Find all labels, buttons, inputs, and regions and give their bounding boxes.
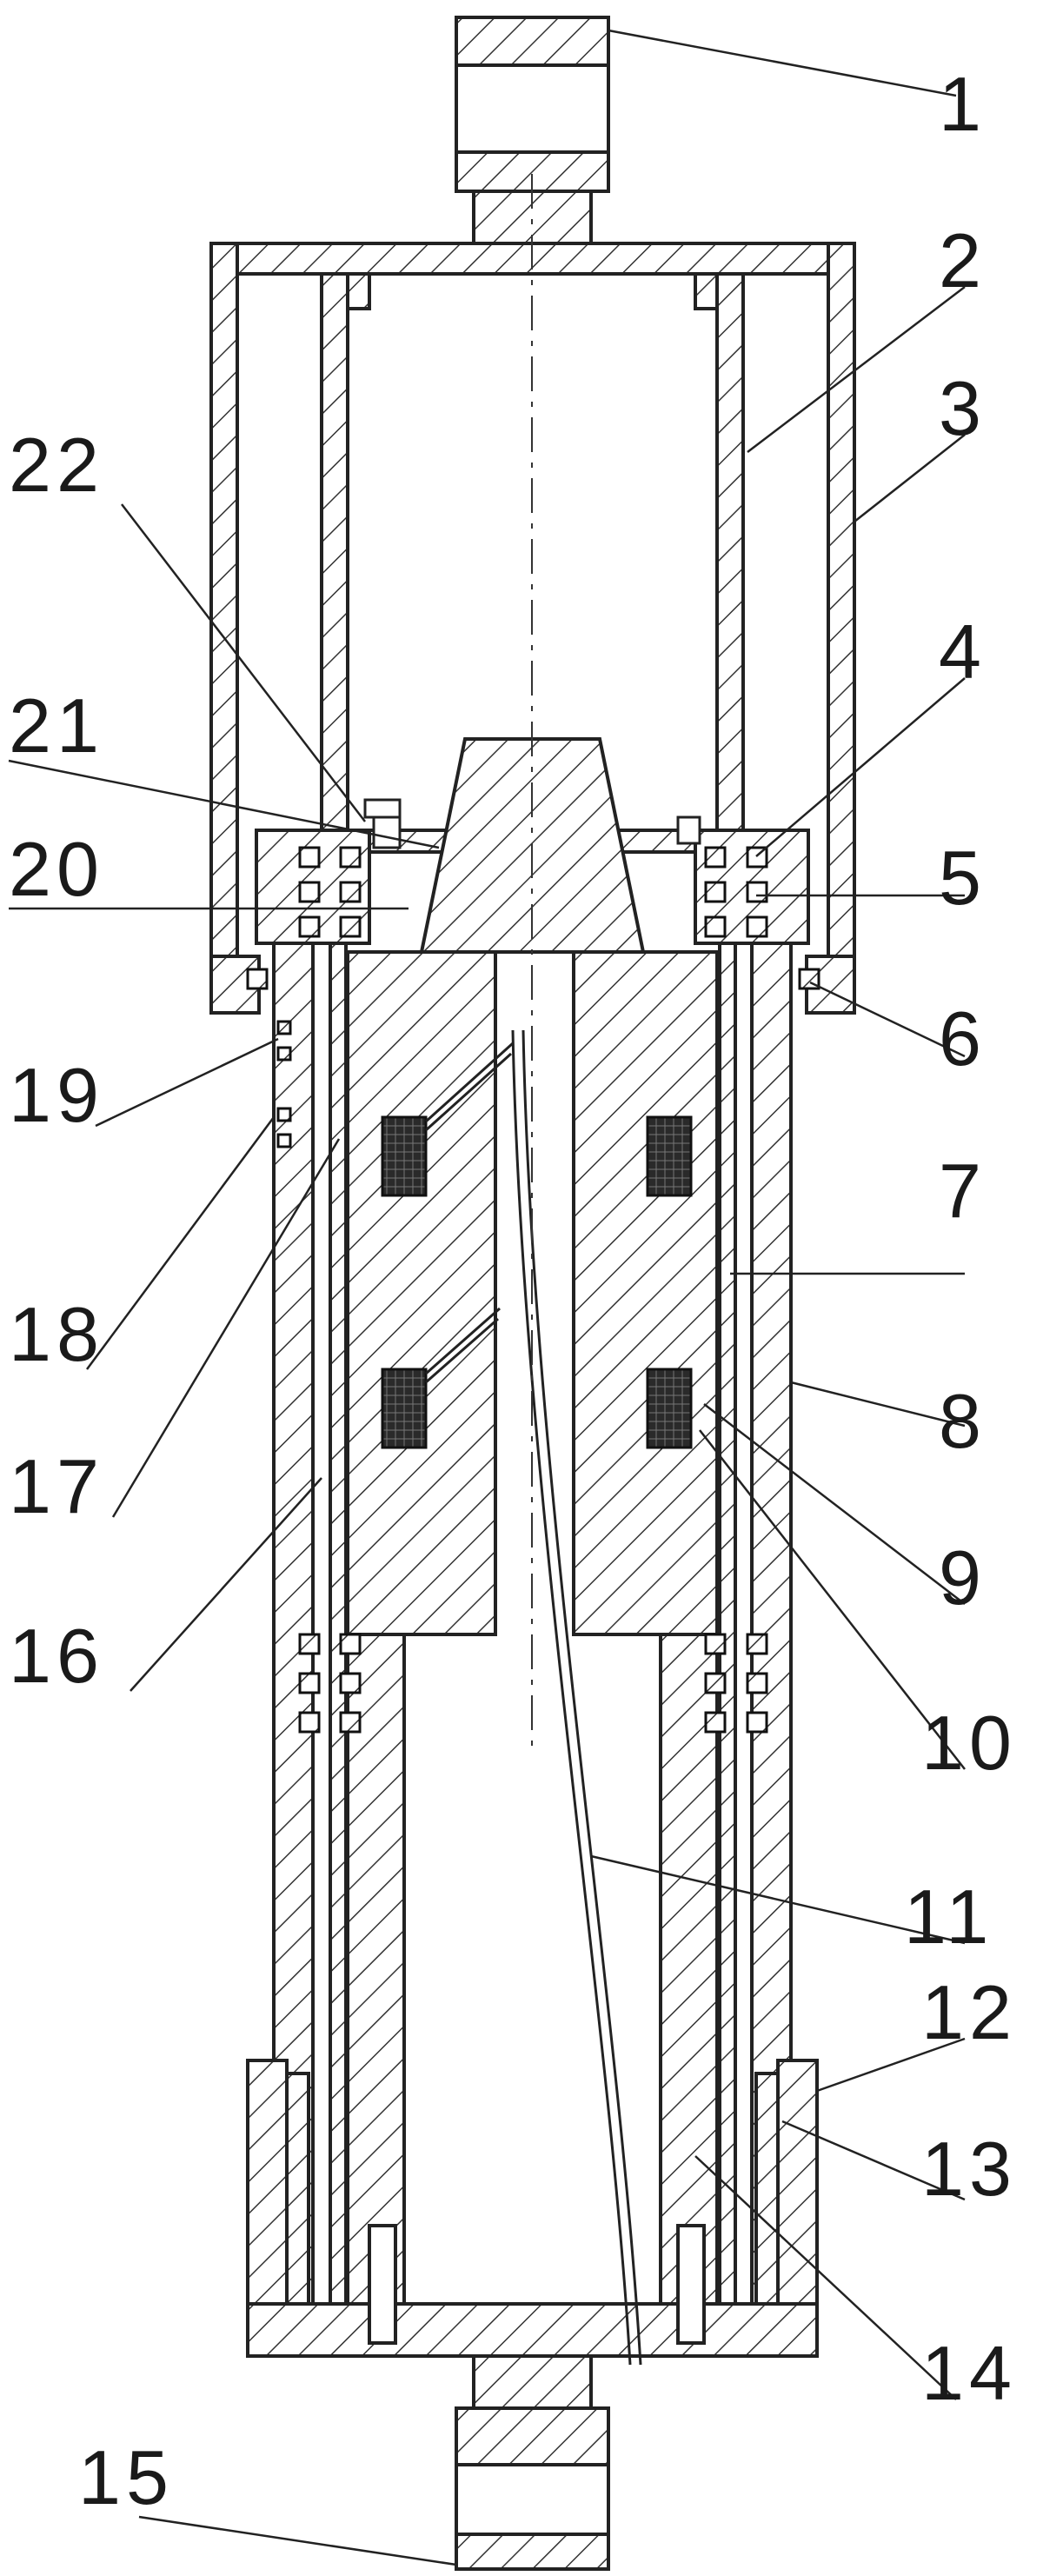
top-lug — [455, 16, 610, 245]
label-16: 16 — [9, 1613, 104, 1699]
label-7: 7 — [939, 1148, 987, 1234]
label-12: 12 — [921, 1969, 1017, 2055]
label-1: 1 — [939, 61, 987, 147]
label-10: 10 — [921, 1700, 1017, 1786]
seal-rings — [246, 846, 820, 1734]
bottom-bolts — [368, 2224, 706, 2345]
vent-fitting — [363, 798, 701, 849]
label-22: 22 — [9, 422, 104, 508]
coils — [381, 1115, 693, 1449]
bottom-lug — [455, 2354, 610, 2571]
label-2: 2 — [939, 217, 987, 303]
coil-lead-wires — [424, 1042, 515, 1384]
leader-lines — [8, 29, 966, 2566]
bottom-end-cap — [246, 2302, 819, 2358]
label-14: 14 — [921, 2330, 1017, 2416]
part-labels: 1 2 3 4 5 6 7 8 9 10 11 12 13 14 15 16 1… — [9, 61, 1017, 2520]
label-19: 19 — [9, 1052, 104, 1138]
inner-cup — [320, 272, 745, 832]
label-6: 6 — [939, 995, 987, 1082]
label-11: 11 — [904, 1874, 993, 1960]
label-5: 5 — [939, 835, 987, 921]
outer-cup — [209, 242, 856, 1015]
label-15: 15 — [78, 2434, 174, 2520]
label-9: 9 — [939, 1534, 987, 1621]
label-8: 8 — [939, 1378, 987, 1464]
label-21: 21 — [9, 682, 104, 769]
label-18: 18 — [9, 1291, 104, 1377]
label-3: 3 — [939, 365, 987, 451]
label-20: 20 — [9, 826, 104, 912]
label-4: 4 — [939, 609, 987, 695]
label-17: 17 — [9, 1443, 104, 1529]
label-13: 13 — [921, 2126, 1017, 2212]
